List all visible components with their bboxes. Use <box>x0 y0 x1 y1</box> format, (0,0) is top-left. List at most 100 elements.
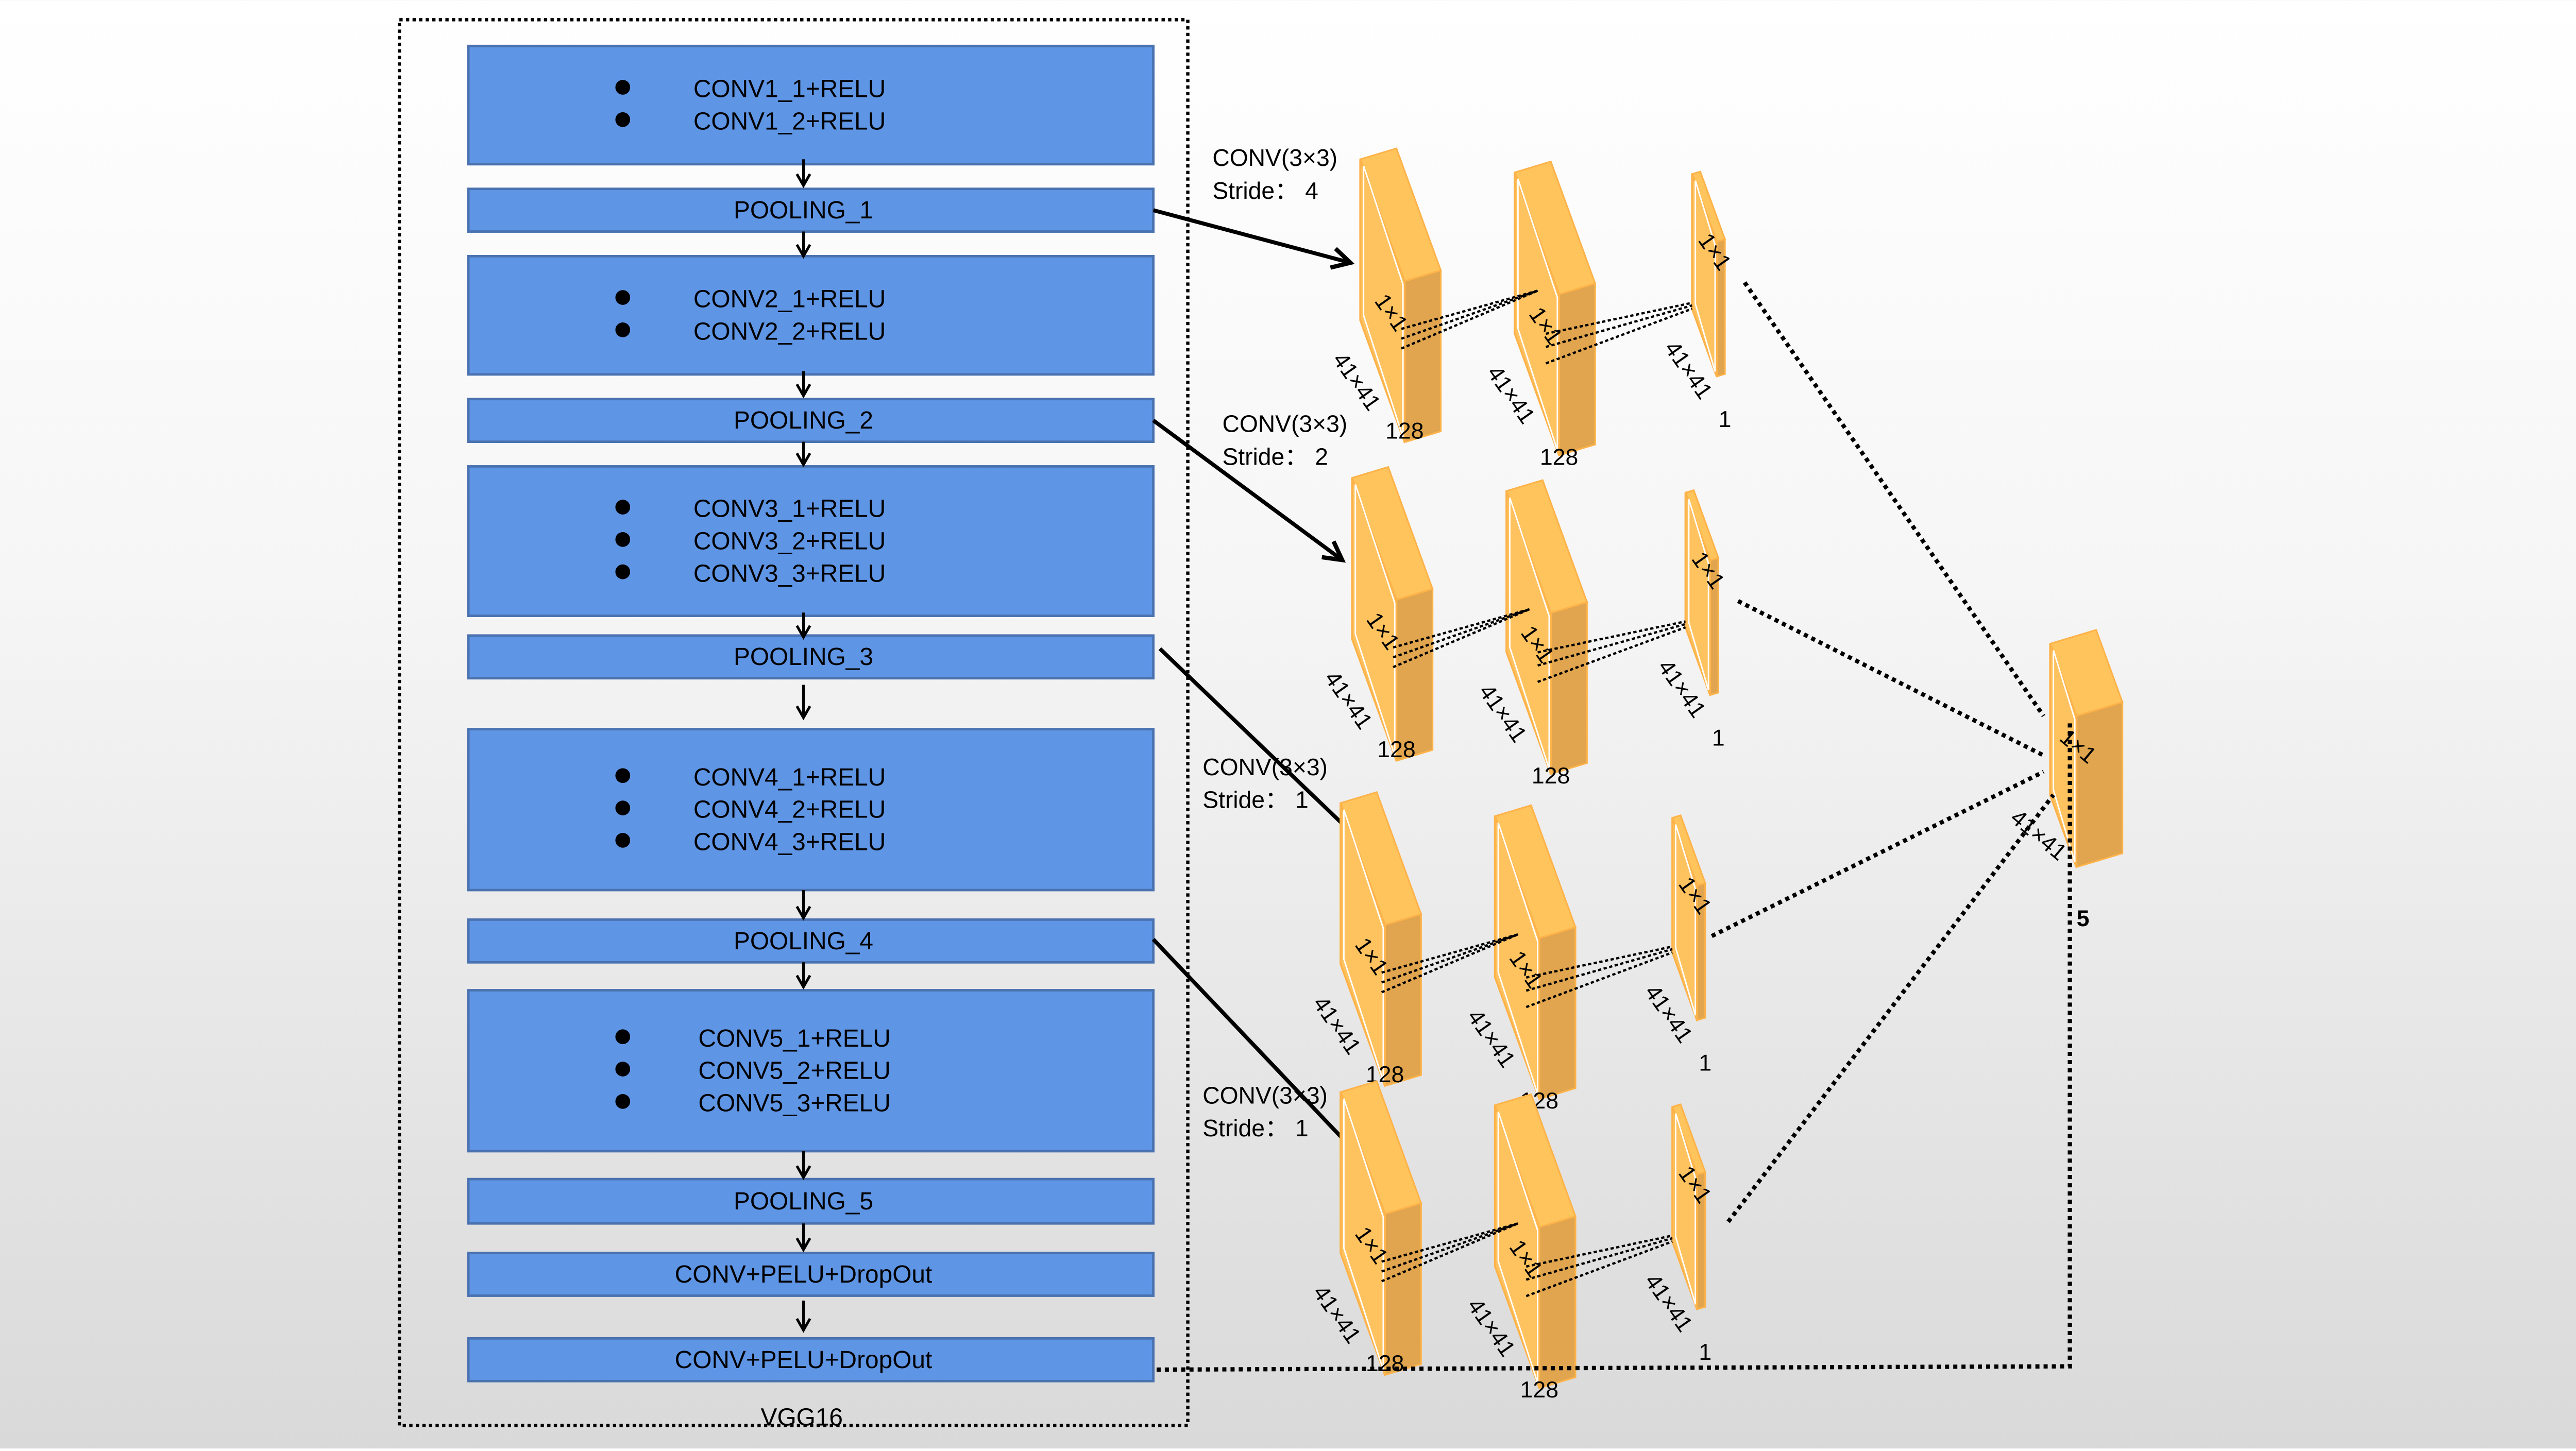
pooling-layer-label: POOLING_4 <box>734 928 873 955</box>
connection-line <box>1537 626 1686 683</box>
connection-line <box>1381 933 1519 984</box>
conv-kernel-label: CONV(3×3) <box>1202 1082 1328 1108</box>
stride-label: Stride： 1 <box>1202 1115 1309 1141</box>
connection-line <box>1526 948 1673 992</box>
connection-line <box>1546 301 1692 335</box>
channel-count-label: 1 <box>1719 407 1732 432</box>
branch-arrow-icon <box>1152 419 1346 563</box>
block-highlight <box>1343 809 1384 1082</box>
block-highlight <box>1674 1113 1697 1305</box>
stride-label: Stride： 4 <box>1212 177 1318 204</box>
connection-line <box>1526 1240 1673 1298</box>
conv-layer-box <box>467 1337 1155 1382</box>
feature-block <box>1671 1103 1706 1310</box>
side-branch-2: CONV(3×3)Stride： 21×141×411281×141×41128… <box>1152 410 1730 789</box>
feature-block <box>1351 466 1434 762</box>
block-front-face <box>1671 817 1698 1021</box>
fusion-connection-line <box>1737 599 2045 758</box>
pooling-layer-label: POOLING_2 <box>734 407 873 434</box>
connection-line <box>1381 1222 1518 1263</box>
conv-layer-box <box>467 44 1155 166</box>
branch-arrow-icon <box>1151 938 1375 1173</box>
conv-layer-label: CONV5_1+RELU <box>698 1025 890 1052</box>
pooling-layer-label: POOLING_5 <box>734 1188 873 1215</box>
fusion-connection-line <box>1710 770 2045 938</box>
block-side-face <box>1403 269 1442 443</box>
conv-layer-label: CONV3_1+RELU <box>693 496 886 523</box>
fusion-connection-line <box>1742 281 2045 718</box>
conv-kernel-label: CONV(3×3) <box>1212 144 1337 171</box>
block-highlight <box>1497 822 1539 1095</box>
block-side-face <box>1550 601 1588 775</box>
stride-label: Stride： 1 <box>1202 787 1309 813</box>
connection-line <box>1545 308 1693 365</box>
vgg-layer-12: CONV+PELU+DropOut <box>467 1337 1155 1382</box>
connection-line <box>1526 1237 1673 1281</box>
block-front-face <box>1351 477 1398 761</box>
block-front-face <box>2049 643 2078 868</box>
channel-count-label: 128 <box>1520 1377 1558 1403</box>
feature-block <box>1684 489 1720 696</box>
block-front-face <box>1671 1106 1698 1310</box>
connection-line <box>1526 951 1673 1009</box>
block-side-face <box>1538 926 1577 1100</box>
vgg-layer-10: POOLING_5 <box>467 1177 1155 1225</box>
connection-line <box>1381 1222 1519 1283</box>
block-side-face <box>1384 1202 1422 1376</box>
conv-layer-label: CONV1_2+RELU <box>693 108 886 135</box>
conv-layer-label: CONV3_3+RELU <box>693 560 886 587</box>
feature-block <box>1513 160 1597 457</box>
channel-count-label: 128 <box>1532 763 1570 789</box>
pooling-layer-box <box>467 398 1155 443</box>
conv-kernel-label: CONV(3×3) <box>1202 754 1328 780</box>
feature-block <box>1359 147 1442 443</box>
feature-block <box>1494 1093 1577 1389</box>
block-front-face <box>1505 490 1552 775</box>
vgg-layer-8: POOLING_4 <box>467 918 1155 964</box>
conv-layer-label: CONV4_2+RELU <box>693 796 886 824</box>
connection-line <box>1393 608 1530 649</box>
bullet-icon <box>615 1062 631 1077</box>
block-front-face <box>1359 159 1406 443</box>
connection-line <box>1381 933 1519 994</box>
pooling-layer-label: POOLING_3 <box>734 643 873 671</box>
block-front-face <box>1684 492 1711 696</box>
stride-label: Stride： 2 <box>1222 443 1328 470</box>
connection-line <box>1401 289 1538 330</box>
block-highlight <box>1509 497 1550 770</box>
block-side-face <box>1558 282 1596 457</box>
channel-count-label: 1 <box>1712 725 1725 750</box>
bullet-icon <box>615 290 631 305</box>
vgg16-container <box>397 18 1190 1427</box>
pooling-layer-box <box>467 918 1155 964</box>
connection-line <box>1401 289 1538 350</box>
block-highlight <box>1688 499 1709 691</box>
block-side-face <box>1538 1215 1577 1389</box>
block-side-face <box>1395 588 1434 762</box>
conv-layer-box <box>467 1252 1155 1297</box>
feature-block <box>1339 791 1422 1087</box>
connection-line <box>1401 289 1538 340</box>
vgg-to-fusion-line <box>1156 722 2072 1372</box>
block-highlight <box>1354 484 1396 756</box>
feature-block <box>1671 814 1706 1021</box>
block-front-face <box>1340 803 1386 1086</box>
block-highlight <box>1694 180 1716 372</box>
conv-layer-box <box>467 254 1155 376</box>
bullet-icon <box>615 532 631 547</box>
conv-layer-label: CONV5_3+RELU <box>698 1089 890 1117</box>
channel-count-label: 1 <box>1699 1340 1711 1365</box>
bullet-icon <box>615 112 631 127</box>
fusion-connection-line <box>1726 793 2056 1223</box>
conv-layer-label: CONV4_3+RELU <box>693 829 886 856</box>
connection-line <box>1526 1234 1673 1268</box>
side-branch-4: CONV(3×3)Stride： 11×141×411281×141×41128… <box>1151 938 1717 1403</box>
channel-count-label: 1 <box>1699 1051 1711 1076</box>
bullet-icon <box>615 768 631 783</box>
channel-count-label: 128 <box>1377 737 1415 762</box>
